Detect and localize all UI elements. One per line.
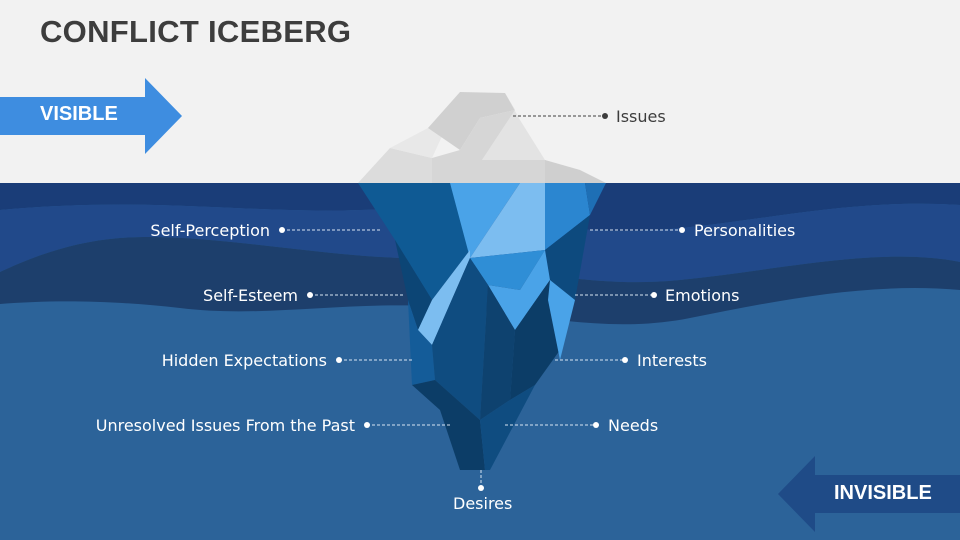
label-self-perception: Self-Perception [150, 221, 270, 240]
label-issues: Issues [616, 107, 666, 126]
visible-arrow [0, 78, 182, 154]
invisible-arrow-label: INVISIBLE [834, 482, 932, 504]
label-unresolved-issues: Unresolved Issues From the Past [95, 416, 355, 435]
label-interests: Interests [637, 351, 707, 370]
visible-arrow-label: VISIBLE [40, 103, 118, 125]
label-desires: Desires [453, 494, 513, 513]
label-personalities: Personalities [694, 221, 796, 240]
connector-lines [282, 115, 682, 487]
label-hidden-expectations: Hidden Expectations [161, 351, 327, 370]
label-self-esteem: Self-Esteem [203, 286, 298, 305]
iceberg-tip [358, 92, 606, 183]
slide-title: CONFLICT ICEBERG [40, 14, 352, 49]
label-needs: Needs [608, 416, 659, 435]
connector-dots [279, 113, 685, 491]
label-emotions: Emotions [665, 286, 740, 305]
invisible-arrow [778, 456, 960, 532]
